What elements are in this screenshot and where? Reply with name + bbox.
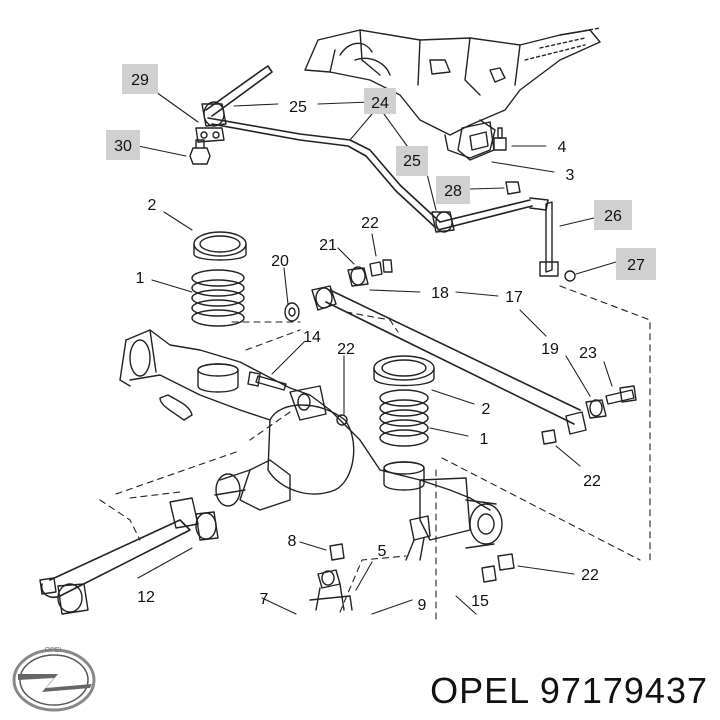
callout-29: 29: [131, 72, 149, 89]
callout-12: 12: [137, 589, 155, 606]
callout-9: 9: [418, 597, 427, 614]
callout-4: 4: [558, 139, 567, 156]
callout-26: 26: [604, 208, 622, 225]
logo-lettering: OPEL: [45, 647, 64, 654]
callout-19: 19: [541, 341, 559, 358]
coil-spring-left: [191, 269, 245, 327]
nut-22-lower-right: [481, 553, 515, 583]
nut-22-right: [541, 429, 557, 445]
stabilizer-bushing-left: [201, 101, 227, 127]
nut-30: [189, 139, 211, 165]
callout-27: 27: [627, 257, 645, 274]
callout-23: 23: [579, 345, 597, 362]
callout-2-right: 2: [482, 401, 491, 418]
callout-1-left: 1: [136, 270, 145, 287]
spring-pad-left: [197, 363, 239, 393]
stabilizer-bushing-right: [431, 211, 455, 233]
bushing-clamp: [195, 127, 225, 143]
bushing-19: [585, 399, 607, 419]
bolt-14: [247, 371, 287, 391]
callout-5: 5: [378, 543, 387, 560]
callout-3: 3: [566, 167, 575, 184]
track-bar-bushing-right: [565, 411, 587, 435]
callout-24: 24: [371, 95, 389, 112]
chassis-frame: [304, 27, 601, 159]
nut-22-axle: [336, 414, 348, 426]
callout-28: 28: [444, 183, 462, 200]
callout-25b: 25: [403, 153, 421, 170]
stabilizer-bracket: [457, 121, 495, 161]
bracket-9: [405, 515, 431, 561]
assembly-lines: [99, 285, 651, 621]
callout-17: 17: [505, 289, 523, 306]
callout-8: 8: [288, 533, 297, 550]
nut-22-top: [369, 259, 393, 277]
bolt-23: [605, 385, 637, 405]
opel-logo: OPEL: [12, 647, 96, 712]
callout-21: 21: [319, 237, 337, 254]
callout-1-right: 1: [480, 431, 489, 448]
leader-lines: [137, 91, 617, 615]
callout-7: 7: [260, 591, 269, 608]
track-bar: [325, 289, 581, 425]
control-arm-bushing-front: [169, 497, 219, 541]
callout-22-right: 22: [583, 473, 601, 490]
spring-seat-right: [373, 355, 435, 387]
track-bar-bushing-left: [311, 285, 337, 311]
bushing-21: [347, 266, 369, 287]
stabilizer-link: [539, 201, 559, 277]
coil-spring-right: [379, 389, 429, 447]
callout-30: 30: [114, 138, 132, 155]
callout-25a: 25: [289, 99, 307, 116]
nut-27: [564, 270, 576, 282]
spring-pad-right: [383, 461, 425, 491]
callout-22-lower: 22: [581, 567, 599, 584]
spring-seat-left: [193, 231, 247, 261]
nut-8: [329, 543, 345, 561]
part-number: 97179437: [539, 670, 708, 711]
callout-14: 14: [303, 329, 321, 346]
callout-22-top: 22: [361, 215, 379, 232]
callout-20: 20: [271, 253, 289, 270]
shock-absorber: [309, 569, 353, 611]
control-arm-bushing-rear: [39, 577, 89, 615]
callout-2-left: 2: [148, 197, 157, 214]
callout-15: 15: [471, 593, 489, 610]
part-caption: OPEL 97179437: [430, 670, 708, 712]
rear-axle-housing: [119, 329, 503, 549]
callout-18: 18: [431, 285, 449, 302]
nut-28: [505, 181, 521, 195]
stabilizer-bar: [205, 65, 549, 231]
callout-22-axle: 22: [337, 341, 355, 358]
bolt-4: [493, 127, 507, 151]
brand-name: OPEL: [430, 670, 529, 711]
bushing-20: [284, 302, 300, 322]
